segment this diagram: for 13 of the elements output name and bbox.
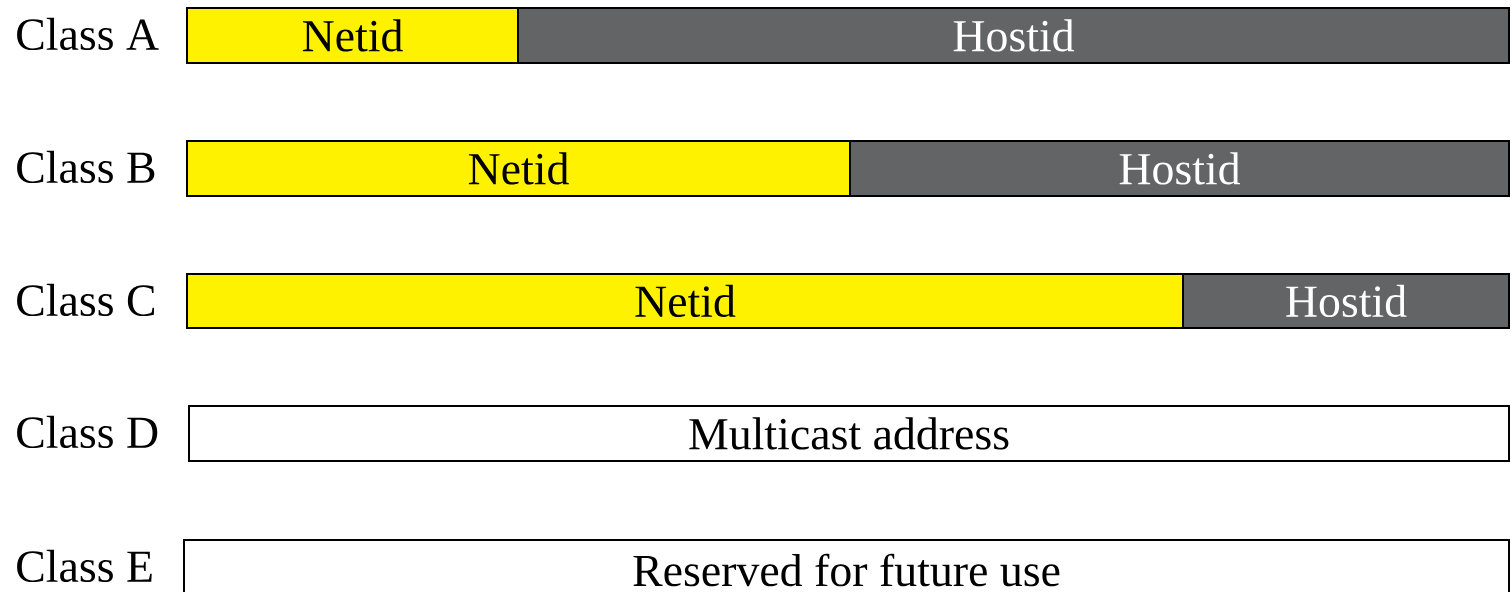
class-label: Class E [17, 549, 152, 583]
address-field: Reserved for future use [183, 539, 1510, 592]
class-label: Class B [17, 150, 155, 184]
class-label: Class A [17, 17, 159, 51]
address-field: Multicast address [188, 405, 1510, 462]
hostid-field: Hostid [517, 7, 1510, 64]
hostid-field: Hostid [1182, 273, 1510, 329]
netid-field: Netid [186, 273, 1184, 329]
class-label: Class D [17, 415, 158, 449]
netid-field: Netid [186, 7, 519, 64]
hostid-field: Hostid [849, 140, 1510, 197]
netid-field: Netid [186, 140, 851, 197]
class-label: Class C [17, 283, 154, 317]
